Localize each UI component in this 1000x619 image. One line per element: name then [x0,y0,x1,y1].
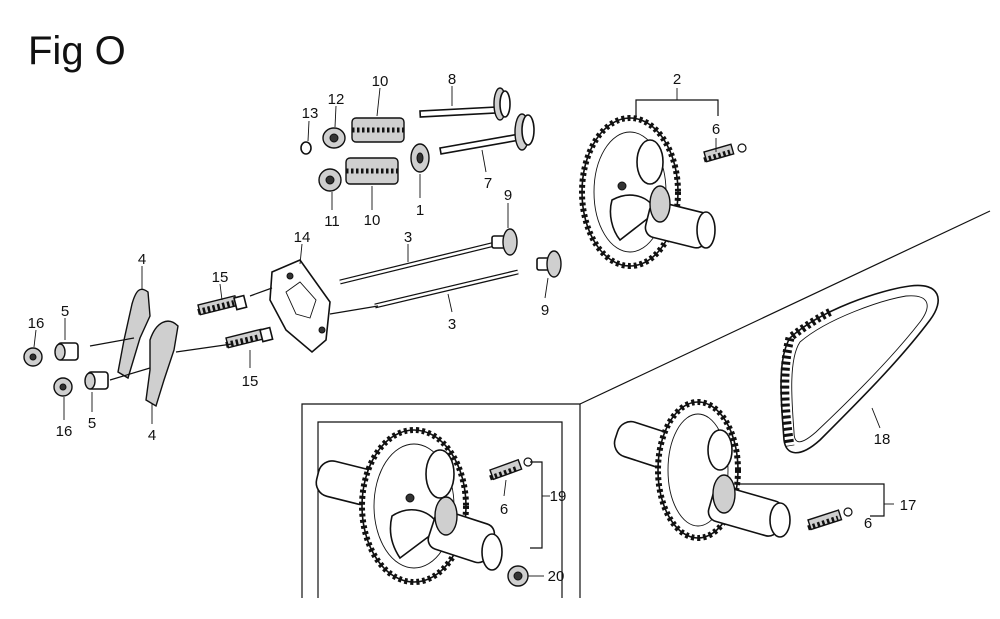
callout-3-upper: 3 [404,229,412,246]
callout-9-lower: 9 [541,302,549,319]
callout-16-upper: 16 [28,315,45,332]
timing-belt [780,284,939,454]
callout-19: 19 [550,488,567,505]
valve-lower [439,113,535,155]
rocker-arm-lower [145,320,179,408]
callout-6-top: 6 [712,121,720,138]
rocker-pivot-upper [54,342,79,361]
valve-spring-upper [351,117,405,143]
tappet-lower [536,250,562,278]
callout-18: 18 [874,431,891,448]
callout-10-lower: 10 [364,212,381,229]
callout-6-bottom: 6 [864,515,872,532]
rocker-nut-lower [53,377,73,397]
rocker-pivot-lower [84,371,109,390]
valve-spring-lower [345,157,399,185]
callout-15-lower: 15 [242,373,259,390]
callout-10-upper: 10 [372,73,389,90]
callout-13: 13 [302,105,319,122]
valve-upper [419,87,511,121]
callout-11: 11 [324,213,340,230]
callout-8: 8 [448,71,456,88]
camshaft-assembly-top [579,88,747,269]
callout-5-lower: 5 [88,415,96,432]
section-divider [579,210,991,405]
callout-labels: 1 2 3 3 4 4 5 5 6 6 6 7 8 9 9 10 10 11 1… [28,71,917,585]
callout-7: 7 [484,175,492,192]
pivot-bolt-lower [225,326,274,349]
pivot-bolt-upper [197,294,248,316]
governor-spring-inset [489,457,533,481]
callout-5-upper: 5 [61,303,69,320]
push-rod-group [339,203,562,313]
callout-1: 1 [416,202,424,219]
callout-4-upper: 4 [138,251,146,268]
callout-16-lower: 16 [56,423,73,440]
callout-15-upper: 15 [212,269,229,286]
figure-title: Fig O [28,29,126,73]
callout-9-upper: 9 [504,187,512,204]
valve-group [300,86,535,210]
callout-17: 17 [900,497,917,514]
rocker-plate-group [23,243,379,424]
callout-2: 2 [673,71,681,88]
inset-camshaft-box [301,403,581,598]
rocker-nut-upper [23,347,43,367]
tappet-upper [491,228,518,256]
governor-spring-bottom [807,507,853,531]
camshaft-assembly-bottom [613,399,894,541]
valve-cotter [300,141,312,155]
callout-20: 20 [548,568,565,585]
callout-12: 12 [328,91,345,108]
callout-14: 14 [294,229,311,246]
callout-6-inset: 6 [500,501,508,518]
governor-spring-top [703,143,747,163]
push-rod-guide-plate [269,259,331,354]
rocker-arm-upper [117,288,151,380]
callout-4-lower: 4 [148,427,156,444]
callout-3-lower: 3 [448,316,456,333]
